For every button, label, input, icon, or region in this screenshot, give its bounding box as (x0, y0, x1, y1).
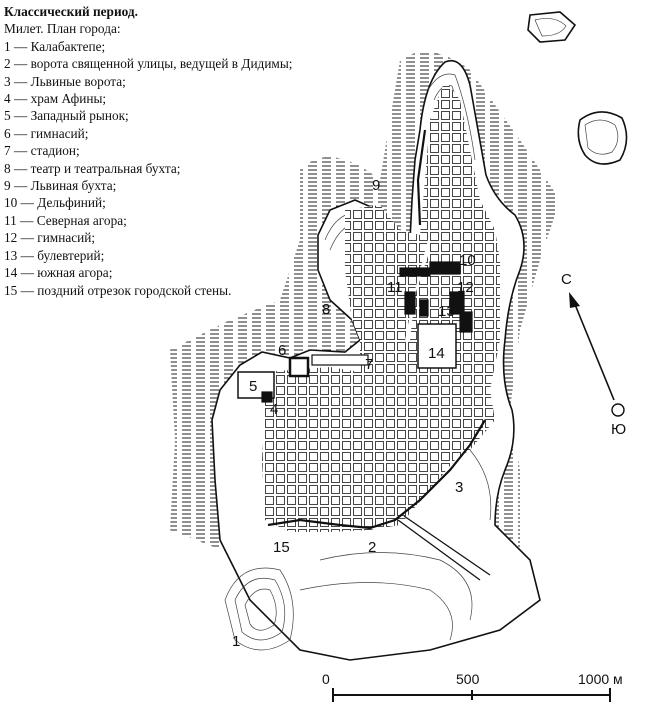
map-label-3: 3 (455, 479, 463, 496)
legend-title: Классический период. (4, 4, 138, 19)
map-labels: 1 2 3 4 5 6 7 8 9 10 11 12 13 14 15 (232, 177, 476, 650)
legend-item-11: 11 — Северная агора; (4, 212, 127, 228)
legend-item-7: 7 — стадион; (4, 143, 80, 159)
legend-item-8: 8 — театр и театральная бухта; (4, 160, 181, 176)
map-label-8: 8 (322, 301, 330, 318)
scale-tick-1000: 1000 м (578, 671, 623, 687)
legend-item-4: 4 — храм Афины; (4, 91, 107, 107)
map-label-10: 10 (459, 252, 476, 269)
map-legend: Классический период. Милет. План города:… (4, 3, 292, 299)
scale-bar: 0 500 1000 м (322, 671, 623, 702)
legend-item-1: 1 — Калабактепе; (4, 38, 106, 54)
map-label-15: 15 (273, 539, 290, 556)
road (397, 515, 491, 581)
map-label-5: 5 (249, 378, 257, 395)
legend-item-3: 3 — Львиные ворота; (4, 73, 126, 89)
buildings (237, 261, 473, 403)
map-label-14: 14 (428, 345, 445, 362)
terrain-contours (224, 18, 619, 651)
legend-item-2: 2 — ворота священной улицы, ведущей в Ди… (4, 56, 293, 72)
compass-arrow-icon (573, 301, 615, 401)
scale-tick-0: 0 (322, 671, 330, 687)
map-label-1: 1 (232, 633, 240, 650)
compass-arrowhead-icon (569, 292, 580, 308)
compass-north-label: С (561, 271, 572, 288)
legend-item-6: 6 — гимнасий; (4, 125, 89, 141)
map-label-12: 12 (457, 279, 474, 296)
legend-item-10: 10 — Дельфиний; (4, 195, 106, 211)
legend-item-12: 12 — гимнасий; (4, 230, 96, 246)
legend-item-13: 13 — булевтерий; (4, 247, 105, 263)
map-label-2: 2 (368, 539, 376, 556)
legend-subtitle: Милет. План города: (4, 21, 121, 37)
compass-ring-icon (611, 403, 625, 417)
map-label-6: 6 (278, 342, 286, 359)
map-label-4: 4 (270, 401, 278, 418)
legend-item-9: 9 — Львиная бухта; (4, 178, 117, 194)
map-label-7: 7 (365, 356, 373, 373)
map-label-11: 11 (387, 279, 403, 296)
scale-tick-500: 500 (456, 671, 480, 687)
legend-item-15: 15 — поздний отрезок городской стены. (4, 282, 232, 298)
city-wall (267, 129, 486, 530)
legend-item-14: 14 — южная агора; (4, 265, 113, 281)
legend-item-5: 5 — Западный рынок; (4, 108, 129, 124)
map-label-9: 9 (372, 177, 380, 194)
map-label-13: 13 (438, 303, 455, 320)
compass: С Ю (561, 271, 626, 438)
compass-south-label: Ю (611, 421, 626, 438)
